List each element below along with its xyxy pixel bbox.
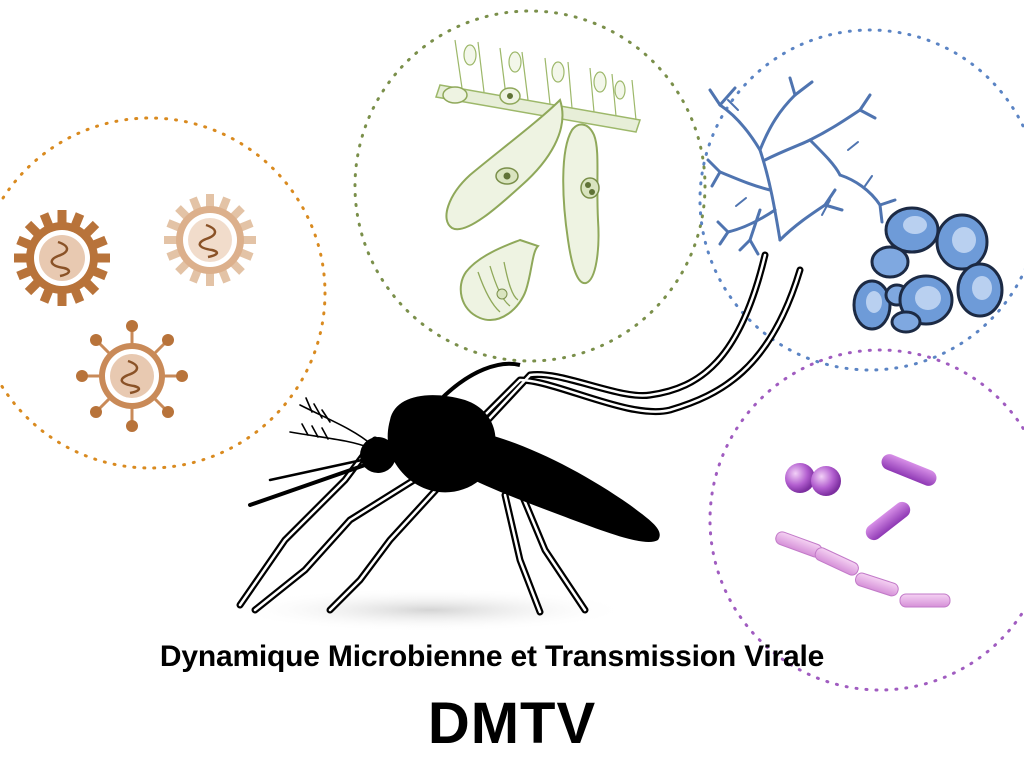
virus-icon (76, 320, 188, 432)
protozoa-icon (435, 39, 641, 321)
bacteria-circle (708, 348, 1024, 692)
mosquito-shadow (230, 588, 630, 632)
virus-circle (0, 116, 327, 470)
yeast-icon (852, 206, 1004, 334)
hyphae-icon (727, 99, 873, 216)
virus-icon (14, 210, 110, 306)
yeast-icon (866, 216, 992, 313)
hyphae-icon (706, 76, 897, 256)
virus-icon (164, 194, 256, 286)
project-acronym: DMTV (427, 691, 597, 756)
mosquito-icon (236, 251, 804, 616)
protozoa-circle (353, 9, 707, 363)
fungi-circle (698, 28, 1024, 372)
project-full-name: Dynamique Microbienne et Transmission Vi… (159, 640, 825, 673)
bacteria-icon (775, 454, 951, 608)
